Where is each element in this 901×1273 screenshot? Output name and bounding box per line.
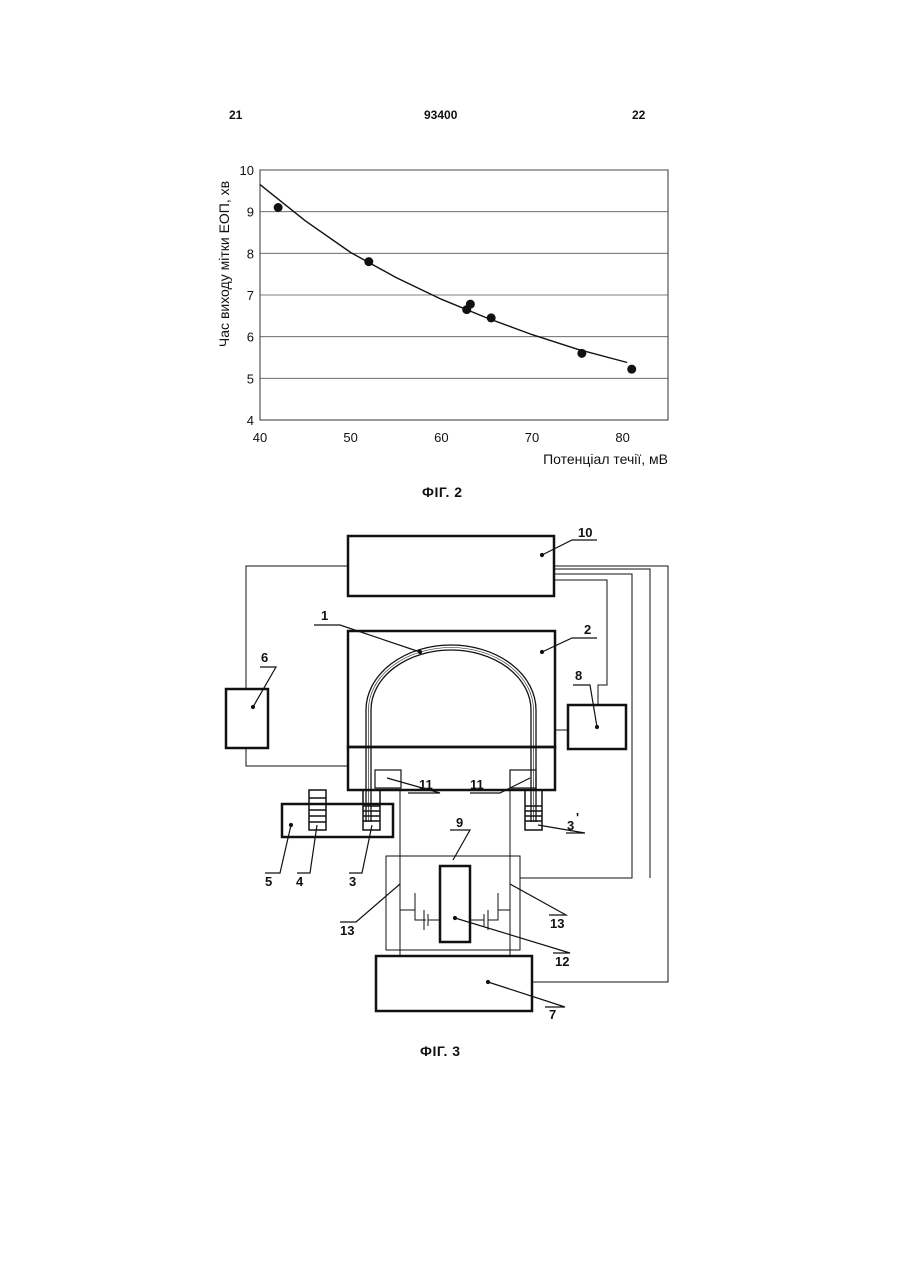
label-1: 1 bbox=[321, 608, 328, 623]
label-10: 10 bbox=[578, 525, 592, 540]
label-2: 2 bbox=[584, 622, 591, 637]
label-11-right: 11 bbox=[470, 777, 484, 792]
label-3-prime: 3 bbox=[567, 818, 574, 833]
block-9 bbox=[386, 856, 520, 950]
fig3-caption: ФІГ. 3 bbox=[420, 1043, 461, 1059]
connection-wires bbox=[246, 566, 668, 982]
label-11-left: 11 bbox=[419, 777, 433, 792]
label-5: 5 bbox=[265, 874, 272, 889]
label-13-left: 13 bbox=[340, 923, 354, 938]
block-6 bbox=[226, 689, 268, 748]
label-6: 6 bbox=[261, 650, 268, 665]
block-2 bbox=[348, 631, 555, 747]
label-7: 7 bbox=[549, 1007, 556, 1022]
label-3-prime-mark: ' bbox=[576, 810, 579, 825]
block-12 bbox=[440, 866, 470, 942]
block-7 bbox=[376, 956, 532, 1011]
housing-base bbox=[348, 747, 555, 790]
vial-4 bbox=[309, 790, 326, 830]
label-4: 4 bbox=[296, 874, 304, 889]
electrode-box-11-right bbox=[510, 770, 536, 788]
electrode-box-11-left bbox=[375, 770, 401, 788]
label-9: 9 bbox=[456, 815, 463, 830]
label-13-right: 13 bbox=[550, 916, 564, 931]
leader-lines bbox=[252, 540, 599, 1007]
label-8: 8 bbox=[575, 668, 582, 683]
block-10 bbox=[348, 536, 554, 596]
label-12: 12 bbox=[555, 954, 569, 969]
label-3: 3 bbox=[349, 874, 356, 889]
